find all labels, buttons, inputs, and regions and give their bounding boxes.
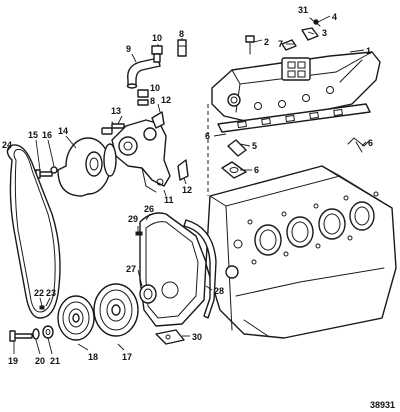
callout-19: 19	[8, 356, 18, 366]
timing-bracket	[155, 329, 185, 345]
callout-6-gasket: 6	[205, 131, 210, 141]
water-pump-pulley	[57, 137, 117, 197]
timing-cover	[139, 212, 207, 327]
callout-8-top: 8	[179, 29, 184, 39]
callout-21: 21	[50, 356, 60, 366]
timing-cover-gasket	[183, 219, 217, 319]
callout-30: 30	[192, 332, 202, 342]
callout-12-side: 12	[182, 185, 192, 195]
callout-6-clip: 6	[368, 138, 373, 148]
crankshaft-seal	[139, 284, 157, 304]
bypass-hose	[126, 57, 161, 89]
crankshaft-pulley	[93, 283, 139, 337]
manifold-gasket	[217, 103, 371, 133]
callout-27: 27	[126, 264, 136, 274]
callout-17: 17	[122, 352, 132, 362]
leader-lines	[7, 15, 367, 355]
pulley-fasteners	[35, 166, 58, 179]
drive-belt	[6, 144, 61, 319]
callout-31: 31	[298, 5, 308, 15]
callout-23: 23	[46, 288, 56, 298]
manifold-fittings	[245, 17, 321, 55]
callout-2: 2	[264, 37, 269, 47]
pump-bolt	[111, 123, 125, 129]
callout-12-top: 12	[161, 95, 171, 105]
harmonic-pulley	[57, 295, 95, 341]
callout-20: 20	[35, 356, 45, 366]
intake-manifold	[211, 51, 381, 123]
cover-bolt	[135, 231, 143, 236]
callout-11: 11	[164, 195, 174, 205]
callout-1: 1	[366, 46, 371, 56]
callout-5: 5	[252, 141, 257, 151]
water-pump	[101, 119, 171, 193]
callout-13: 13	[111, 106, 121, 116]
callout-7: 7	[278, 39, 283, 49]
callout-6-thermostat: 6	[254, 165, 259, 175]
callout-9: 9	[126, 44, 131, 54]
callout-24: 24	[2, 140, 12, 150]
thermostat-parts	[221, 137, 371, 179]
callout-labels: 1 2 3 4 31 7 5 6 6 6 8 8 9 10 10 11 12 1…	[2, 5, 373, 366]
callout-16: 16	[42, 130, 52, 140]
callout-10-side: 10	[150, 83, 160, 93]
callout-22: 22	[34, 288, 44, 298]
callout-4: 4	[332, 12, 337, 22]
callout-29: 29	[128, 214, 138, 224]
callout-8-side: 8	[150, 96, 155, 106]
callout-26: 26	[144, 204, 154, 214]
callout-10-top: 10	[152, 33, 162, 43]
diagram-reference-number: 38931	[370, 400, 395, 410]
callout-28: 28	[214, 286, 224, 296]
callout-14: 14	[58, 126, 68, 136]
callout-15: 15	[28, 130, 38, 140]
callout-3: 3	[322, 28, 327, 38]
callout-18: 18	[88, 352, 98, 362]
engine-block	[205, 165, 397, 339]
pump-gaskets	[151, 111, 189, 181]
